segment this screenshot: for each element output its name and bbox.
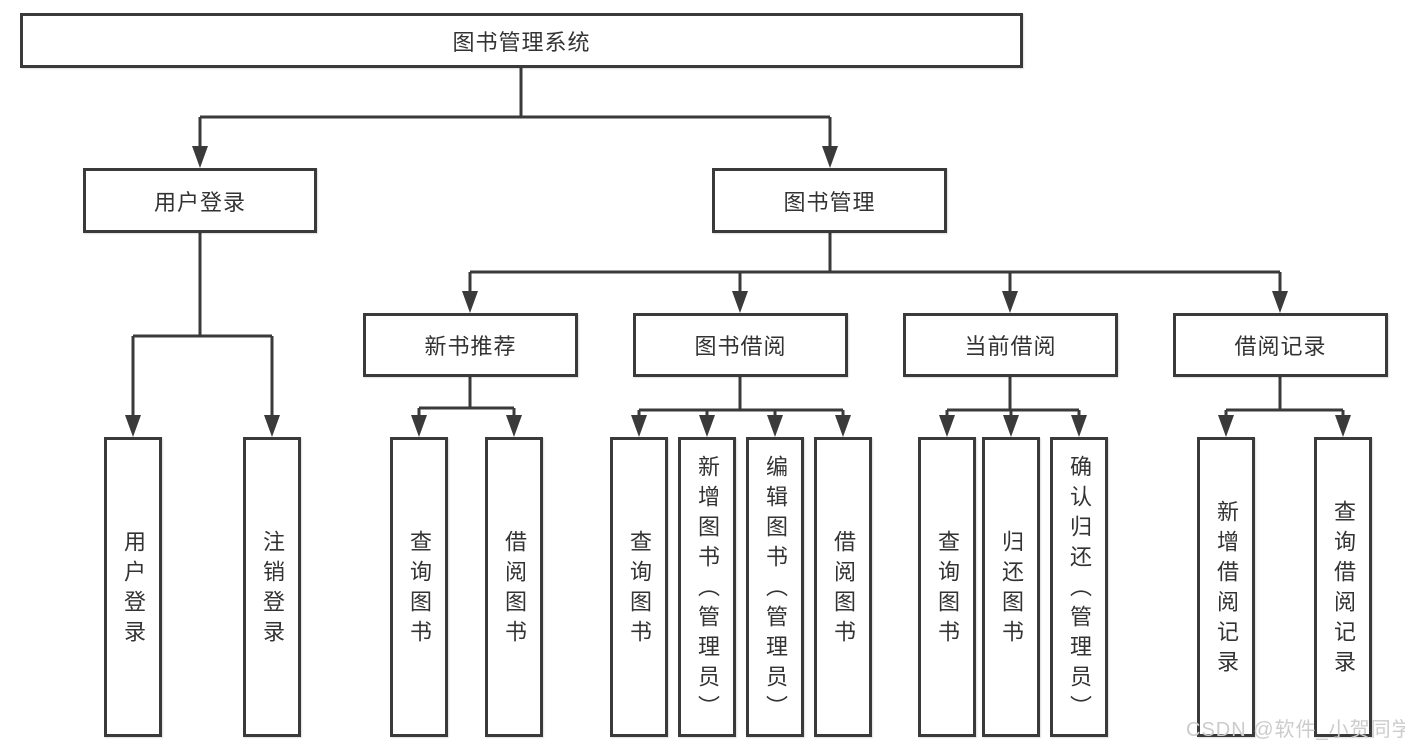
leaf-add-books-admin: 新增图书（管理员） bbox=[678, 437, 736, 737]
node-book-borrowing: 图书借阅 bbox=[633, 313, 848, 377]
leaf-edit-books-admin: 编辑图书（管理员） bbox=[746, 437, 804, 737]
leaf-query-books-recommend: 查询图书 bbox=[390, 437, 448, 737]
leaf-return-books: 归还图书 bbox=[982, 437, 1040, 737]
node-current-borrowing: 当前借阅 bbox=[903, 313, 1118, 377]
leaf-borrow-books-recommend: 借阅图书 bbox=[485, 437, 543, 737]
node-user-login-branch: 用户登录 bbox=[83, 168, 317, 233]
leaf-add-borrow-record: 新增借阅记录 bbox=[1197, 437, 1255, 737]
leaf-query-books-current: 查询图书 bbox=[918, 437, 976, 737]
leaf-query-books-borrowing: 查询图书 bbox=[610, 437, 668, 737]
leaf-confirm-return-admin: 确认归还（管理员） bbox=[1050, 437, 1108, 737]
node-library-management-system: 图书管理系统 bbox=[20, 13, 1023, 68]
csdn-watermark: CSDN @软件_小贺同学 bbox=[1186, 719, 1405, 741]
leaf-logout: 注销登录 bbox=[243, 437, 301, 737]
node-borrowing-records: 借阅记录 bbox=[1173, 313, 1388, 377]
leaf-query-borrow-record: 查询借阅记录 bbox=[1314, 437, 1372, 737]
node-book-management-branch: 图书管理 bbox=[712, 168, 947, 233]
leaf-borrow-books-borrowing: 借阅图书 bbox=[814, 437, 872, 737]
node-new-book-recommendation: 新书推荐 bbox=[363, 313, 578, 377]
leaf-user-login: 用户登录 bbox=[104, 437, 162, 737]
